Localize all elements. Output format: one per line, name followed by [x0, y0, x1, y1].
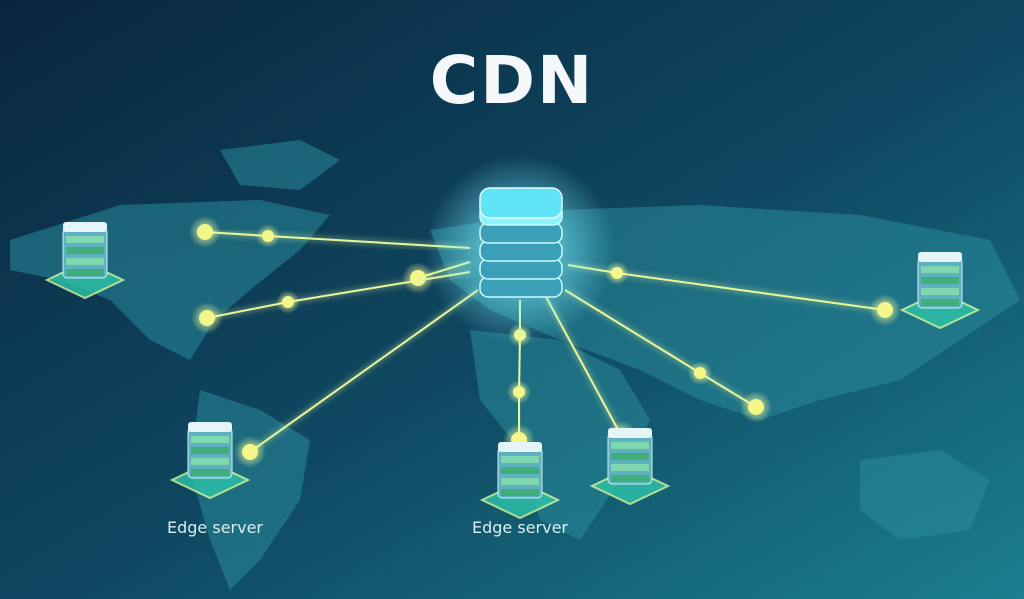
node-dot — [748, 399, 764, 415]
origin-server-layer — [479, 222, 563, 244]
node-dot — [611, 267, 623, 279]
edge-server-icon — [44, 222, 126, 300]
node-dot — [242, 444, 258, 460]
edge-server-label-left: Edge server — [167, 518, 263, 537]
connection-line — [249, 289, 479, 453]
origin-server-layer — [479, 276, 563, 298]
origin-server-top — [479, 187, 563, 219]
page-title: CDN — [429, 42, 595, 119]
origin-server — [425, 155, 615, 345]
node-dot — [513, 386, 525, 398]
edge-server-icon — [899, 252, 981, 330]
edge-server-icon — [589, 428, 671, 506]
node-dot — [877, 302, 893, 318]
connection-lines — [189, 216, 901, 468]
edge-server-icon — [169, 422, 251, 500]
origin-server-layer — [479, 240, 563, 262]
node-dot — [694, 367, 706, 379]
node-dot — [197, 224, 213, 240]
edge-server-icon — [479, 442, 561, 520]
edge-server-label-center: Edge server — [472, 518, 568, 537]
node-dot — [199, 310, 215, 326]
origin-server-layer — [479, 258, 563, 280]
edge-servers — [44, 222, 981, 520]
node-dot — [262, 230, 274, 242]
node-dot — [282, 296, 294, 308]
